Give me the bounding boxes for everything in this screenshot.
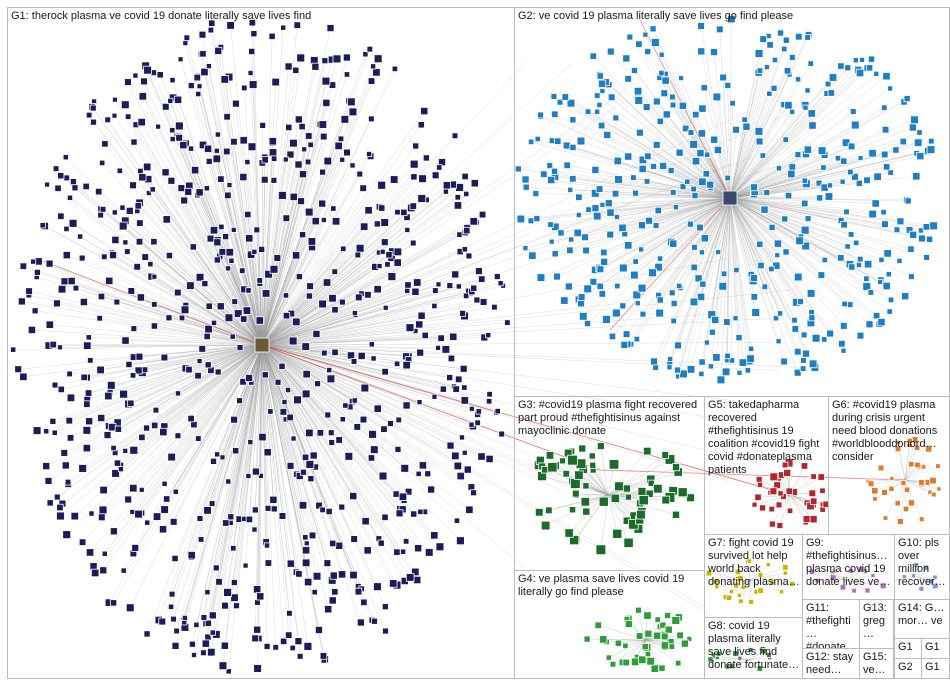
group-label-g5: G5: takedapharma recovered #thefightisin… [708, 399, 826, 477]
group-label-g3: G3: #covid19 plasma fight recovered part… [518, 399, 702, 438]
group-label-g8: G8: covid 19 plasma literally save lives… [708, 620, 800, 672]
group-label-g2: G2: ve covid 19 plasma literally save li… [518, 10, 947, 23]
group-box-g11[interactable]: G11: #thefighti… #donate… [802, 599, 860, 649]
group-label-g15: G15: ve… [863, 651, 891, 677]
group-box-g5[interactable]: G5: takedapharma recovered #thefightisin… [704, 396, 829, 535]
group-box-g2[interactable]: G2: ve covid 19 plasma literally save li… [514, 7, 950, 397]
group-box-g10[interactable]: G10: pls over million recover… [894, 534, 950, 600]
group-box-g16[interactable]: G1… [894, 638, 922, 659]
group-box-g12[interactable]: G12: stay need… [802, 648, 860, 679]
group-label-g6: G6: #covid19 plasma during crisis urgent… [832, 399, 947, 464]
group-box-g18[interactable]: G2… [894, 658, 922, 679]
group-label-g18: G2… [898, 661, 919, 679]
group-box-g9[interactable]: G9: #thefightisinus… plasma covid 19 don… [802, 534, 895, 600]
group-label-g9: G9: #thefightisinus… plasma covid 19 don… [806, 537, 892, 589]
group-box-g14[interactable]: G14: G… mor… ve [894, 599, 950, 639]
group-box-g4[interactable]: G4: ve plasma save lives covid 19 litera… [514, 570, 705, 679]
group-box-g1[interactable]: G1: therock plasma ve covid 19 donate li… [7, 7, 515, 679]
group-box-g13[interactable]: G13: greg… [859, 599, 894, 649]
group-box-g19[interactable]: G1… [921, 658, 950, 679]
group-label-g19: G1… [925, 661, 947, 679]
group-box-g3[interactable]: G3: #covid19 plasma fight recovered part… [514, 396, 705, 571]
group-label-g16: G1… [898, 641, 919, 659]
group-label-g17: G1… [925, 641, 947, 659]
group-label-g7: G7: fight covid 19 survived lot help wor… [708, 537, 800, 589]
group-box-g15[interactable]: G15: ve… [859, 648, 894, 679]
group-label-g12: G12: stay need… [806, 651, 857, 677]
group-label-g4: G4: ve plasma save lives covid 19 litera… [518, 573, 702, 599]
group-box-g17[interactable]: G1… [921, 638, 950, 659]
group-box-g8[interactable]: G8: covid 19 plasma literally save lives… [704, 617, 803, 679]
group-box-g7[interactable]: G7: fight covid 19 survived lot help wor… [704, 534, 803, 618]
group-label-g11: G11: #thefighti… #donate… [806, 602, 857, 649]
group-label-g14: G14: G… mor… ve [898, 602, 947, 628]
group-label-g1: G1: therock plasma ve covid 19 donate li… [11, 10, 512, 23]
group-box-g6[interactable]: G6: #covid19 plasma during crisis urgent… [828, 396, 950, 535]
group-label-g13: G13: greg… [863, 602, 891, 641]
group-label-g10: G10: pls over million recover… [898, 537, 947, 589]
